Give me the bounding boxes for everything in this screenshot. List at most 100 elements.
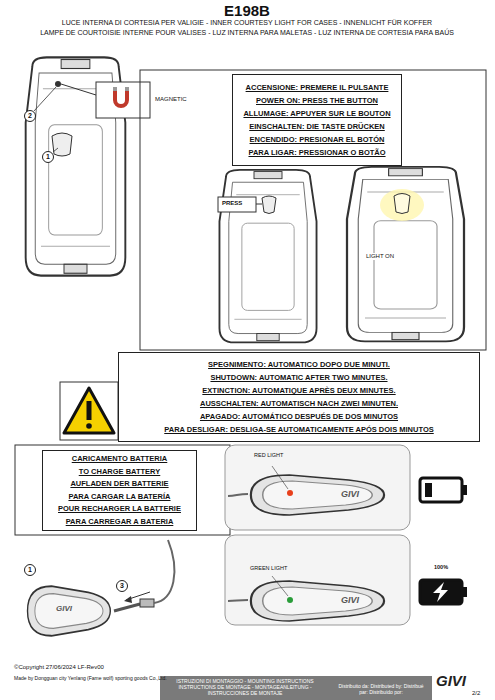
charge-illustration [28,540,175,636]
red-light-panel [251,475,384,515]
red-light-panel [225,445,410,530]
press-illustration [219,170,316,343]
light-on-illustration [380,189,424,221]
battery-low-icon [463,485,467,495]
case-illustration [53,148,58,152]
callout-number: 1 [42,151,54,163]
press-illustration [262,196,276,214]
instruction-line: TO CHARGE BATTERY [46,466,193,479]
battery-low-icon [420,478,467,502]
instruction-line: POUR RECHARGER LA BATTERIE [46,503,193,516]
part-label: MAGNETIC [155,96,187,103]
logo: GIVI [341,489,359,499]
callout-number: 1 [24,564,36,576]
red-light-panel [225,445,410,530]
title: E198B [224,2,270,19]
battery-full-icon [420,580,462,604]
distributor: Distribuito da: Distributed by: Distribu… [334,684,428,696]
green-light-panel [287,597,293,603]
instruction-line: SHUTDOWN: AUTOMATIC AFTER TWO MINUTES. [122,371,476,384]
battery-full-icon [463,587,467,597]
instruction-line: AUFLADEN DER BATTERIE [46,478,193,491]
battery-level: 100% [434,564,448,570]
instruction-line: ACCENSIONE: PREMERE IL PULSANTE [236,81,398,94]
instruction-line: SPEGNIMENTO: AUTOMATICO DOPO DUE MINUTI. [122,358,476,371]
press-illustration [218,197,256,212]
charge-illustration [124,596,132,603]
instruction-line: EINSCHALTEN: DIE TASTE DRÜCKEN [236,120,398,133]
case-illustration [96,82,150,118]
instruction-line: AUSSCHALTEN: AUTOMATISCH NACH ZWEI MINUT… [122,397,476,410]
warning-sign [86,423,92,429]
panel-frame [140,70,486,350]
text-box: CARICAMENTO BATTERIATO CHARGE BATTERYAUF… [42,450,197,531]
logo: GIVI [56,604,72,613]
press-illustration [218,170,317,343]
instruction-line: ENCENDIDO: PRESIONAR EL BOTÓN [236,133,398,146]
status-label: RED LIGHT [254,452,283,458]
case-illustration [26,57,150,275]
text-box: SPEGNIMENTO: AUTOMATICO DOPO DUE MINUTI.… [118,352,480,442]
green-light-panel [272,576,288,596]
case-illustration [125,87,129,91]
part-label: PRESS [222,200,242,207]
warning-sign [60,382,118,440]
logo: GIVI [341,595,359,605]
charge-frame [15,445,230,535]
copyright: ©Copyright 27/06/2024 LF-Rev00 [14,664,104,671]
battery-full-icon [433,582,448,602]
instruction-line: PARA DESLIGAR: DESLIGA-SE AUTOMATICAMENT… [122,423,476,436]
panel-frame [140,70,486,350]
footer-band [160,676,432,700]
charge-illustration [140,599,154,607]
case-illustration [115,90,127,106]
green-light-panel [228,600,248,601]
instruction-line: EXTINCTION: AUTOMATIQUE APRÈS DEUX MINUT… [122,384,476,397]
case-illustration [61,84,96,95]
case-illustration [55,81,61,87]
subtitle: LUCE INTERNA DI CORTESIA PER VALIGIE - I… [62,19,432,27]
subtitle: LAMPE DE COURTOISIE INTERNE POUR VALISES… [40,29,454,37]
instruction-line: PARA CARREGAR A BATERIA [46,516,193,529]
charge-frame [15,445,230,535]
red-light-panel [272,466,288,489]
callout-number: 2 [24,110,36,122]
logo: GIVI [436,672,466,689]
case-illustration [52,133,72,156]
manufacturer: Made by Dongguan city Yenlang (Fame wolf… [14,676,167,682]
battery-low-icon [420,478,462,502]
callout-number: 3 [116,580,128,592]
instruction-line: APAGADO: AUTOMÁTICO DESPUÉS DE DOS MINUT… [122,410,476,423]
page-number: 2/2 [472,690,480,697]
charge-illustration [154,540,174,603]
status-label: GREEN LIGHT [250,565,287,571]
light-on-illustration [347,167,464,342]
footer-band-text: ISTRUZIONI DI MONTAGGIO - MOUNTING INSTR… [165,679,325,696]
warning-sign [60,382,118,440]
green-light-panel [251,581,384,621]
instruction-line: CARICAMENTO BATTERIA [46,453,193,466]
instruction-line: PARA LIGAR: PRESSIONAR O BOTÃO [236,146,398,159]
light-on-illustration [394,194,410,214]
instruction-line: ALLUMAGE: APPUYER SUR LE BOUTON [236,107,398,120]
green-light-panel [225,535,410,625]
battery-full-icon [420,580,467,604]
charge-illustration [28,586,111,636]
instruction-line: POWER ON: PRESS THE BUTTON [236,94,398,107]
status-label: LIGHT ON [365,253,395,260]
battery-low-icon [425,483,432,497]
red-light-panel [287,490,293,496]
charge-illustration [114,604,140,611]
press-illustration [256,204,262,205]
footer-band [160,676,432,700]
case-illustration [113,87,117,91]
warning-sign [64,388,114,433]
warning-sign [87,401,92,420]
green-light-panel [225,535,410,625]
red-light-panel [228,494,248,496]
instruction-line: PARA CARGAR LA BATERÍA [46,491,193,504]
text-box: ACCENSIONE: PREMERE IL PULSANTEPOWER ON:… [232,74,402,166]
light-on-illustration [347,167,464,342]
case-illustration [34,87,56,111]
